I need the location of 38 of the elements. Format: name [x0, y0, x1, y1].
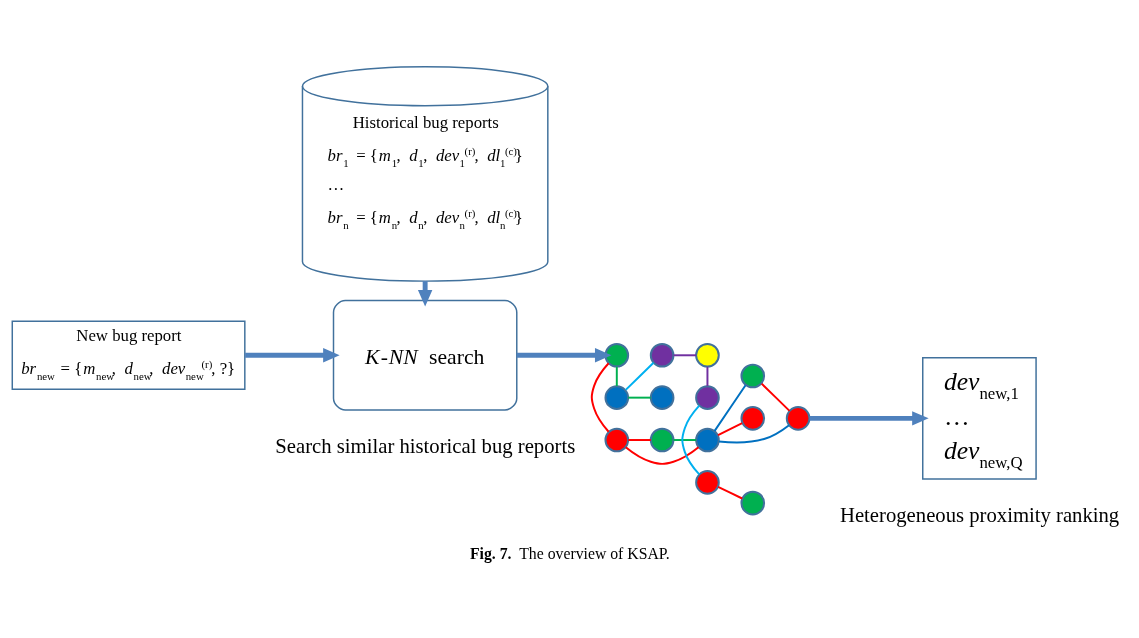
- node-circle: [740, 405, 766, 431]
- connector: [713, 383, 747, 432]
- connector: [717, 423, 791, 443]
- node-circle: [695, 469, 720, 495]
- connector: [760, 382, 791, 412]
- connector: [627, 396, 652, 399]
- node-box: K-NN search: [332, 299, 518, 411]
- connector: [624, 361, 655, 391]
- connector: [672, 438, 698, 441]
- connector: [681, 404, 701, 475]
- node-circle: [740, 363, 766, 388]
- caption: Fig. 7. The overview of KSAP.: [469, 544, 670, 562]
- node-circle: [649, 384, 675, 410]
- label: Search similar historical bug reports: [275, 434, 576, 457]
- node-circle: [695, 384, 720, 410]
- node-circle: [740, 490, 766, 515]
- node-box: dev$_{new,1}$ … dev$_{new,Q}$: [922, 356, 1037, 480]
- connector: [624, 445, 700, 465]
- label: Heterogeneous proximity ranking: [839, 503, 1120, 526]
- node-circle: [604, 342, 630, 368]
- node-circle: [604, 427, 630, 452]
- connector: [717, 485, 744, 499]
- node-circle: [695, 427, 720, 452]
- node-circle: [649, 342, 675, 368]
- node-circle: [695, 342, 720, 368]
- connector: [706, 365, 709, 387]
- connector: [627, 438, 652, 441]
- arrow: [245, 347, 340, 362]
- node-circle: [785, 405, 811, 431]
- connector: [717, 421, 744, 436]
- connector: [672, 353, 698, 356]
- connector: [590, 361, 610, 433]
- node-box: New bug report br$_{new}$ = {m$_{new}$, d$_{new}$, dev$_{new}$$^{(r)}$, ?}: [11, 320, 246, 390]
- node-circle: [649, 427, 675, 452]
- arrow: [516, 347, 612, 362]
- connector: [615, 365, 618, 387]
- node-circle: [604, 384, 630, 410]
- arrow: [809, 410, 929, 426]
